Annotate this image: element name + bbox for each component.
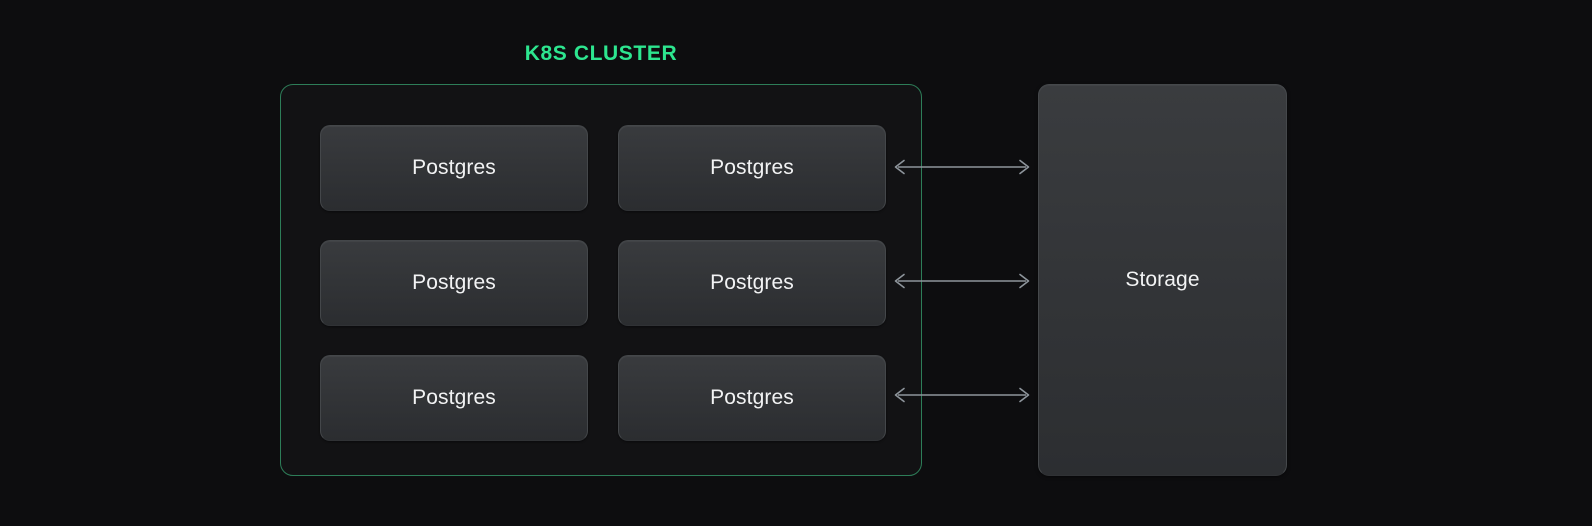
- postgres-node-label: Postgres: [412, 156, 496, 179]
- storage-label: Storage: [1125, 268, 1200, 291]
- postgres-node-card[interactable]: Postgres: [320, 125, 588, 211]
- postgres-node-label: Postgres: [710, 156, 794, 179]
- postgres-node-card[interactable]: Postgres: [618, 125, 886, 211]
- postgres-node-card[interactable]: Postgres: [320, 240, 588, 326]
- postgres-node-label: Postgres: [710, 386, 794, 409]
- postgres-node-label: Postgres: [710, 271, 794, 294]
- bidirectional-arrow-icon: [890, 156, 1034, 178]
- bidirectional-arrow-icon: [890, 384, 1034, 406]
- k8s-cluster-container: Postgres Postgres Postgres Postgres Post…: [280, 84, 922, 476]
- postgres-node-card[interactable]: Postgres: [618, 240, 886, 326]
- postgres-node-label: Postgres: [412, 271, 496, 294]
- bidirectional-arrow-icon: [890, 270, 1034, 292]
- postgres-node-label: Postgres: [412, 386, 496, 409]
- postgres-node-card[interactable]: Postgres: [618, 355, 886, 441]
- storage-card[interactable]: Storage: [1038, 84, 1287, 476]
- cluster-title: K8S CLUSTER: [524, 42, 678, 65]
- postgres-node-card[interactable]: Postgres: [320, 355, 588, 441]
